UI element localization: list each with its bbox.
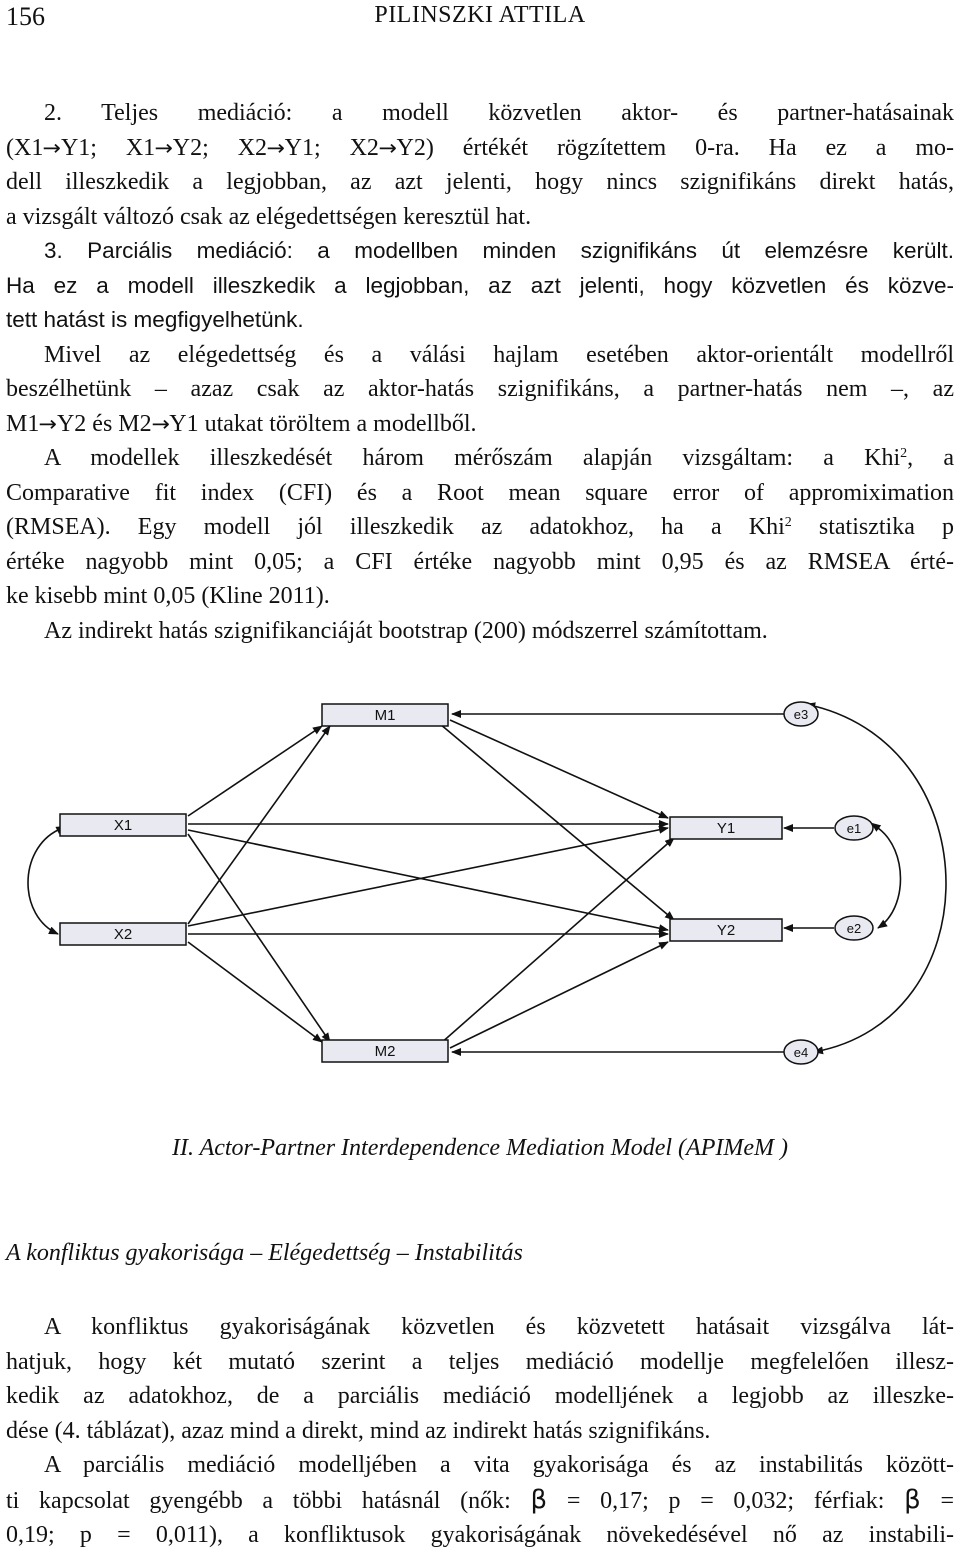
text-line: 3. Parciális mediáció: a modellben minde…: [44, 238, 954, 263]
error-label: e4: [794, 1045, 808, 1060]
text-line: A konfliktus gyakoriságának közvetlen és…: [44, 1314, 954, 1340]
node-label: X2: [114, 926, 132, 943]
text-line: kedik az adatokhoz, de a parciális mediá…: [6, 1383, 954, 1409]
text-line: (X1→Y1; X1→Y2; X2→Y1; X2→Y2) értékét rög…: [6, 131, 954, 166]
covariance-x1-x2: [27, 825, 67, 935]
beta-symbol: β: [904, 1484, 921, 1515]
text-line: ke kisebb mint 0,05 (Kline 2011).: [6, 583, 330, 609]
text-line: Ha ez a modell illeszkedik a legjobban, …: [6, 272, 954, 298]
error-e3: [783, 701, 819, 727]
node-y1: [669, 816, 783, 840]
right-arrow-icon: →: [151, 411, 170, 436]
page-header: 156 PILINSZKI ATTILA: [0, 0, 960, 40]
node-m1: [321, 703, 449, 727]
path-m2-y1: [439, 837, 675, 1045]
text-line: Comparative fit index (CFI) és a Root me…: [6, 479, 954, 506]
running-head: PILINSZKI ATTILA: [374, 2, 586, 28]
error-e2: [834, 915, 874, 941]
path-x2-m2: [187, 941, 323, 1043]
covariance-e1-e2: [870, 822, 902, 929]
covariance-e3-e4: [805, 702, 947, 1055]
right-arrow-icon: →: [42, 135, 62, 160]
path-x2-m1: [187, 725, 331, 925]
text-line: beszélhetünk – azaz csak az aktor-hatás …: [6, 376, 954, 402]
path-x2-y1: [187, 825, 669, 927]
node-label: Y2: [717, 922, 735, 939]
text-line: A modellek illeszkedését három mérőszám …: [44, 445, 955, 471]
right-arrow-icon: →: [38, 411, 58, 436]
apimem-diagram: M1 X1 X2 Y1 Y2 M2 e3 e1 e2 e4: [0, 690, 960, 1110]
node-y2: [669, 918, 783, 942]
text-line: 2. Teljes mediáció: a modell közvetlen a…: [44, 100, 954, 126]
node-label: M2: [375, 1043, 396, 1060]
path-m2-y2: [449, 941, 669, 1049]
node-label: Y1: [717, 820, 735, 837]
text-line: értéke nagyobb mint 0,05; a CFI értéke n…: [6, 548, 954, 575]
text-line: A parciális mediáció modelljében a vita …: [44, 1452, 954, 1478]
text-line: Az indirekt hatás szignifikanciáját boot…: [44, 617, 768, 644]
path-m1-y2: [439, 723, 675, 921]
error-label: e2: [847, 921, 861, 936]
text-line: tett hatást is megfigyelhetünk.: [6, 307, 304, 332]
path-x1-m1: [187, 725, 323, 817]
figure-caption: II. Actor-Partner Interdependence Mediat…: [172, 1135, 788, 1161]
text-line: a vizsgált változó csak az elégedettsége…: [6, 203, 532, 230]
right-arrow-icon: →: [378, 135, 397, 160]
node-label: X1: [114, 817, 132, 834]
text-line: ti kapcsolat gyengébb a többi hatásnál (…: [6, 1484, 954, 1515]
right-arrow-icon: →: [266, 135, 286, 160]
error-label: e3: [794, 707, 808, 722]
beta-symbol: β: [530, 1484, 548, 1515]
error-e1: [834, 815, 874, 841]
body-text-bottom: A konfliktus gyakoriságának közvetlen és…: [6, 1310, 954, 1553]
node-label: M1: [375, 707, 396, 724]
path-x1-y2: [187, 829, 669, 933]
text-line: hatjuk, hogy két mutató szerint a teljes…: [6, 1348, 954, 1375]
node-x1: [59, 813, 187, 837]
path-diagram-svg: M1 X1 X2 Y1 Y2 M2 e3 e1 e2 e4: [27, 701, 947, 1065]
error-label: e1: [847, 821, 861, 836]
node-x2: [59, 922, 187, 946]
error-e4: [783, 1039, 819, 1065]
page-number: 156: [6, 2, 45, 31]
section-subheading: A konfliktus gyakorisága – Elégedettség …: [6, 1240, 523, 1266]
text-line: M1→Y2 és M2→Y1 utakat töröltem a modellb…: [6, 407, 954, 442]
node-m2: [321, 1039, 449, 1063]
path-m1-y1: [449, 719, 669, 819]
text-line: Mivel az elégedettség és a válási hajlam…: [44, 341, 954, 368]
text-line: dése (4. táblázat), azaz mind a direkt, …: [6, 1417, 711, 1444]
body-text-top: 2. Teljes mediáció: a modell közvetlen a…: [6, 96, 954, 648]
text-line: 0,19; p = 0,011), a konfliktusok gyakori…: [6, 1522, 954, 1548]
text-line: dell illeszkedik a legjobban, az azt jel…: [6, 169, 954, 195]
text-line: (RMSEA). Egy modell jól illeszkedik az a…: [6, 514, 954, 540]
right-arrow-icon: →: [154, 135, 174, 160]
path-x1-m2: [187, 833, 331, 1043]
